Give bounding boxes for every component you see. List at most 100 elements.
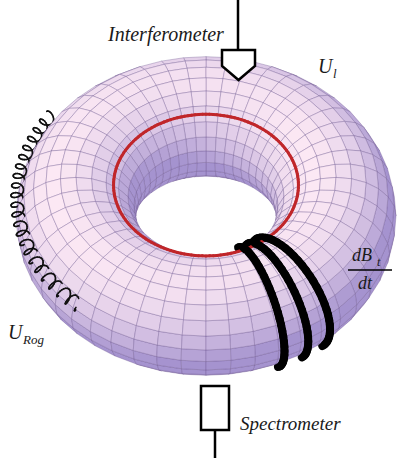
rogowski-coil [21,245,22,247]
torus-grid-cell [227,301,251,320]
torus-grid-cell [206,320,230,336]
text-label: dB [352,246,372,264]
loop-voltage-wire [206,254,210,257]
rogowski-coil [33,127,35,129]
spectrometer-line [214,430,217,458]
rogowski-coil [22,147,24,148]
rogowski-coil [23,230,25,232]
rogowski-coil [15,165,17,166]
torus-grid-cell [206,162,215,171]
rogowski-coil [30,148,31,150]
torus-grid-cell [206,289,227,305]
rogowski-coil [45,123,47,125]
field-coil [310,276,314,282]
text-label: Interferometer [108,24,224,44]
text-label: t [377,256,380,268]
torus-grid-cell [189,266,206,277]
rogowski-coil [48,287,50,289]
rogowski-coil [47,273,49,275]
rogowski-coil [36,271,37,273]
torus-grid-cell [197,162,206,171]
rogowski-coil [41,265,43,267]
torus-grid-cell [140,296,165,316]
rogowski-coil [65,303,67,305]
rogowski-coil [18,154,20,156]
torus-grid-cell [181,349,206,362]
torus-grid-cell [195,122,206,138]
rogowski-coil [32,129,34,130]
rogowski-coil [35,256,37,258]
rogowski-coil [39,120,41,121]
rogowski-coil [52,115,54,117]
fraction-bar [348,269,392,270]
rogowski-coil [23,252,25,255]
torus-grid-cell [191,91,206,107]
rogowski-coil [21,212,22,214]
rogowski-coil [21,175,23,176]
rogowski-coil [13,216,14,218]
torus-grid-cell [191,259,206,267]
torus-grid-cell [206,360,231,370]
torus-grid-cell [206,276,225,290]
torus-grid-cell [206,122,217,138]
rogowski-coil [30,263,31,265]
interferometer-head [222,50,255,80]
interferometer-line [237,0,240,50]
torus-grid-cell [183,304,206,321]
rogowski-coil [62,289,64,290]
torus-grid-cell [206,335,231,350]
text-label: U [318,56,332,76]
rogowski-coil [27,138,29,139]
torus-grid-cell [189,78,206,92]
rogowski-coil [49,288,52,290]
rogowski-coil [54,281,56,284]
torus-grid-cell [206,67,225,78]
rogowski-coil [34,270,36,272]
text-label: dt [358,274,372,292]
rogowski-coil [14,176,15,178]
torus-grid-cell [319,164,336,178]
torus-grid-cell [76,164,93,178]
torus-grid-cell [196,171,206,176]
rogowski-coil [17,235,18,237]
torus-grid-cell [187,151,197,164]
rogowski-coil [13,173,15,175]
torus-grid-cell [196,137,206,151]
torus-grid-cell [135,122,152,141]
text-label: Rog [23,333,44,346]
rogowski-coil [57,295,60,297]
torus-grid-cell [206,349,231,362]
spectrometer-box [201,386,229,430]
torus-grid-cell [319,177,336,190]
field-coil [274,300,276,306]
rogowski-coil [24,166,25,167]
rogowski-coil [68,289,71,290]
rogowski-coil [27,136,29,138]
rogowski-coil [18,183,20,185]
torus-grid-cell [76,177,93,190]
torus-grid-cell [187,276,206,290]
rogowski-coil [12,196,13,198]
rogowski-coil [15,225,16,227]
rogowski-coil [18,211,20,213]
torus-grid-cell [181,335,206,350]
rogowski-coil [28,262,30,264]
rogowski-coil [11,183,13,186]
torus-grid-cell [181,360,206,370]
rogowski-coil [26,239,28,241]
rogowski-coil [74,310,76,312]
torus-grid-cell [182,320,206,336]
rogowski-coil [19,243,21,246]
torus-grid-cell [197,151,206,163]
torus-grid-cell [60,164,77,179]
rogowski-coil [15,164,17,166]
rogowski-coil [12,175,14,176]
rogowski-coil [41,279,43,281]
torus-grid-cell [206,304,229,321]
rogowski-coil [25,254,26,256]
torus-grid-cell [215,151,225,164]
torus-grid-cell [161,301,185,320]
torus-grid-cell [185,60,206,68]
rogowski-coil [10,204,12,205]
